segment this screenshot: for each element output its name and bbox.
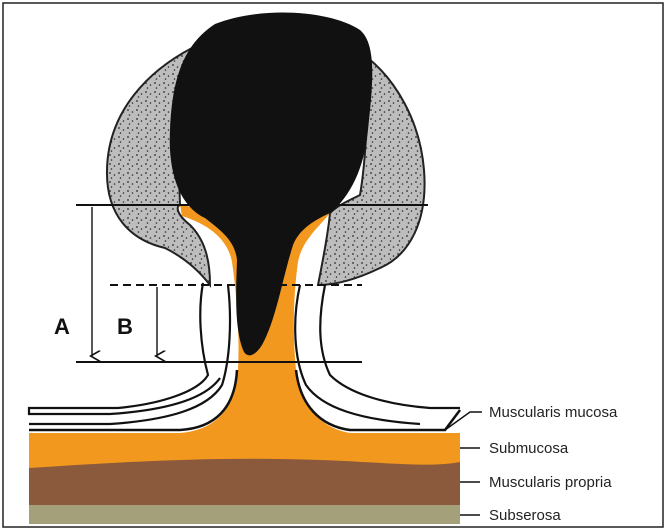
measure-label-a: A	[54, 314, 70, 339]
stalk-mucosa-right-inner	[295, 285, 420, 424]
measure-label-b: B	[117, 314, 133, 339]
subserosa-layer	[29, 505, 460, 524]
stalk-mucosa-left-outer	[29, 290, 198, 400]
stalk-mucosa-left	[29, 283, 220, 414]
label-submucosa: Submucosa	[489, 440, 569, 457]
stalk-mucosa-right	[320, 285, 460, 408]
label-subserosa: Subserosa	[489, 507, 561, 524]
label-muscularis-propria: Muscularis propria	[489, 474, 612, 491]
label-muscularis-mucosa: Muscularis mucosa	[489, 404, 618, 421]
